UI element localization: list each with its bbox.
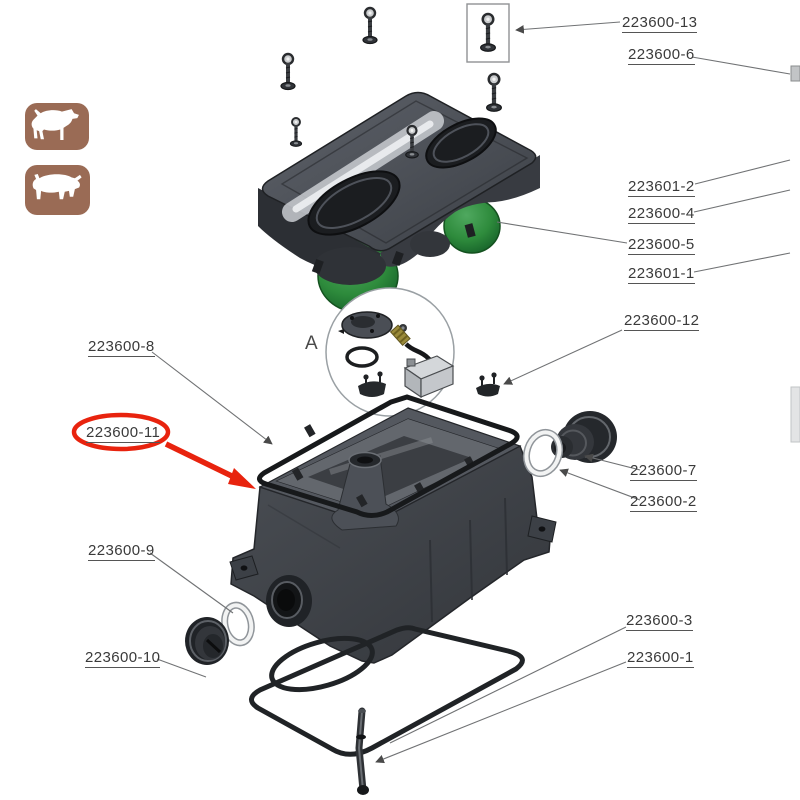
part-label-223600-11[interactable]: 223600-11 xyxy=(86,424,161,443)
part-label-223600-3[interactable]: 223600-3 xyxy=(626,612,693,631)
drain-cap-right xyxy=(551,411,617,463)
bracket-clip xyxy=(476,372,500,397)
part-label-223601-2[interactable]: 223601-2 xyxy=(628,178,695,197)
part-label-223600-1[interactable]: 223600-1 xyxy=(627,649,694,668)
part-label-223600-9[interactable]: 223600-9 xyxy=(88,542,155,561)
detail-circle xyxy=(325,287,455,417)
drain-cap-left xyxy=(185,617,229,665)
leader-lines xyxy=(149,21,791,764)
boxed-screw-callout xyxy=(466,3,510,63)
part-label-223600-12[interactable]: 223600-12 xyxy=(624,312,700,331)
horse-icon xyxy=(25,103,89,150)
detail-marker-a: A xyxy=(305,333,318,354)
part-label-223600-2[interactable]: 223600-2 xyxy=(630,493,697,512)
part-label-223600-6[interactable]: 223600-6 xyxy=(628,46,695,65)
part-label-223600-4[interactable]: 223600-4 xyxy=(628,205,695,224)
dip-rod xyxy=(355,707,369,795)
drain-tube-loop xyxy=(249,625,525,757)
part-label-223601-1[interactable]: 223601-1 xyxy=(628,265,695,284)
small-o-ring xyxy=(345,346,379,368)
cover-assembly xyxy=(258,91,540,285)
o-ring-right xyxy=(522,428,564,478)
sensor-cable xyxy=(404,342,435,365)
part-label-223600-7[interactable]: 223600-7 xyxy=(630,462,697,481)
gasket-seal xyxy=(257,394,520,518)
cow-icon xyxy=(25,165,90,215)
tank-body xyxy=(229,407,557,664)
highlight-annotation xyxy=(71,412,256,489)
o-ring-left xyxy=(221,601,255,647)
brass-fitting xyxy=(389,324,411,346)
sensor-module xyxy=(403,355,455,399)
part-label-223600-8[interactable]: 223600-8 xyxy=(88,338,155,357)
part-label-223600-13[interactable]: 223600-13 xyxy=(622,14,698,33)
part-label-223600-5[interactable]: 223600-5 xyxy=(628,236,695,255)
cropped-part-stub xyxy=(790,65,800,443)
bracket-clip xyxy=(358,371,386,397)
part-label-223600-10[interactable]: 223600-10 xyxy=(85,649,161,668)
